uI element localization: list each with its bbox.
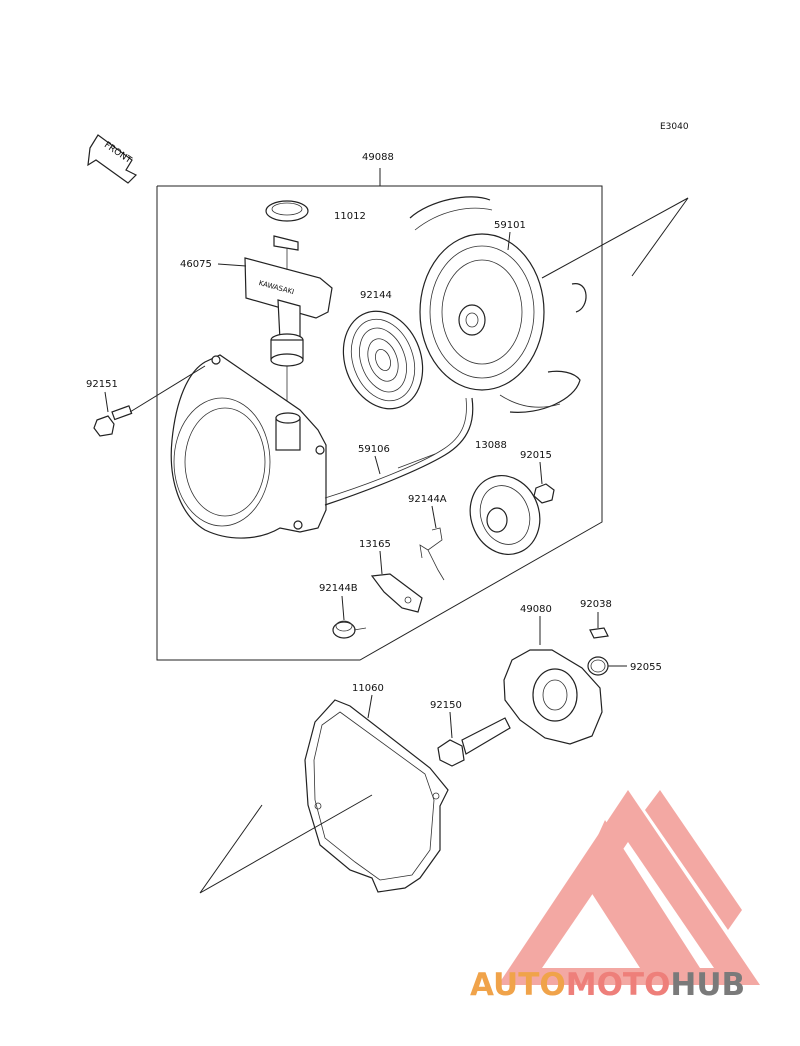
recoil-housing — [170, 354, 327, 539]
watermark-text: AUTOMOTOHUB — [470, 967, 745, 1003]
label-59101: 59101 — [494, 220, 526, 231]
rope-spacer — [270, 333, 304, 418]
assembly-box — [156, 185, 603, 661]
label-92151: 92151 — [86, 379, 118, 390]
label-49088: 49088 — [362, 152, 394, 163]
bolt-92150 — [437, 717, 511, 767]
watermark-logo-icon — [498, 790, 760, 985]
label-92144A: 92144A — [408, 494, 447, 505]
bolt-92151 — [93, 405, 133, 437]
starter-pulley — [409, 196, 587, 413]
diagram-code: E3040 — [660, 122, 689, 132]
starter-cup — [503, 649, 603, 745]
label-92150: 92150 — [430, 700, 462, 711]
label-92144: 92144 — [360, 290, 392, 301]
label-92144B: 92144B — [319, 583, 358, 594]
handle-cap — [265, 200, 309, 222]
starter-handle: KAWASAKI — [244, 235, 333, 343]
label-92055: 92055 — [630, 662, 662, 673]
spring-92144a — [419, 527, 445, 581]
label-11060: 11060 — [352, 683, 384, 694]
spring-92144b — [332, 620, 367, 639]
label-49080: 49080 — [520, 604, 552, 615]
label-46075: 46075 — [180, 259, 212, 270]
label-13088: 13088 — [475, 440, 507, 451]
label-13165: 13165 — [359, 539, 391, 550]
gasket-11060 — [304, 699, 449, 893]
watermark-part-hub: HUB — [670, 967, 745, 1003]
label-11012: 11012 — [334, 211, 366, 222]
label-92015: 92015 — [520, 450, 552, 461]
starter-rope — [324, 397, 474, 506]
nut-92015 — [533, 483, 555, 504]
watermark-part-auto: AUTO — [470, 967, 566, 1003]
key-92038 — [589, 627, 609, 639]
ratchet-cam — [469, 475, 541, 555]
watermark-part-moto: MOTO — [566, 967, 671, 1003]
label-92038: 92038 — [580, 599, 612, 610]
recoil-spring — [342, 310, 424, 410]
oring-92055 — [587, 656, 609, 676]
front-arrow-icon: FRONT — [87, 134, 138, 184]
label-59106: 59106 — [358, 444, 390, 455]
ratchet-13165 — [370, 573, 423, 613]
